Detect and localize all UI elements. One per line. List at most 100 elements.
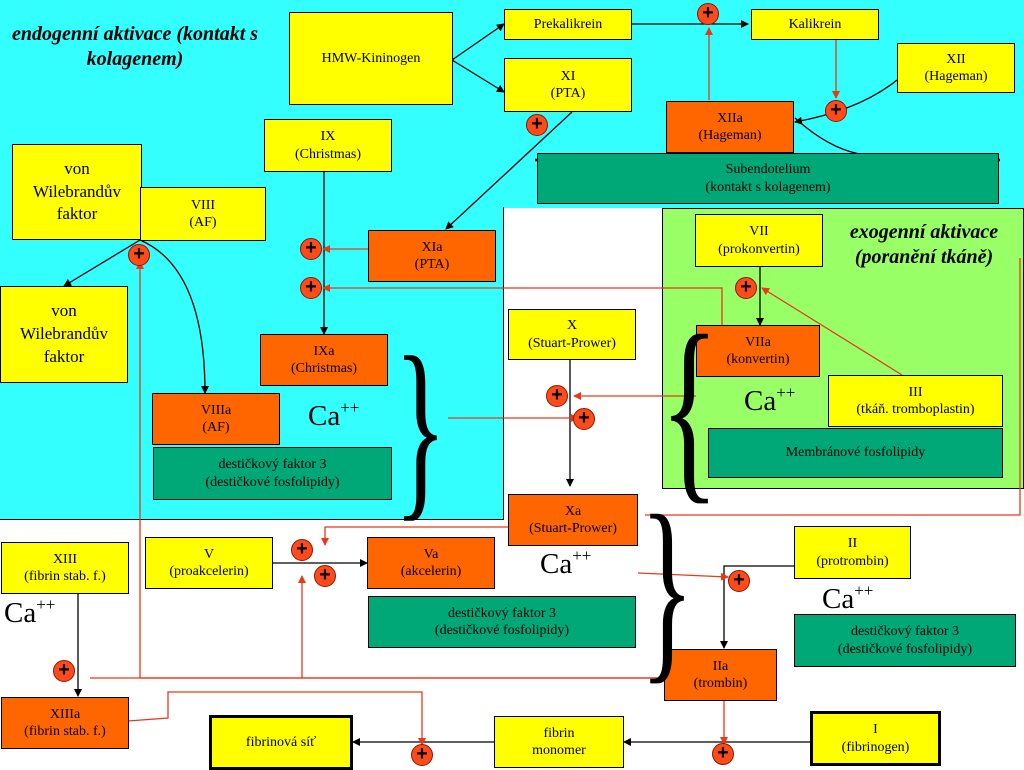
factor-vii-box: VII (prokonvertin) <box>695 214 823 267</box>
factor-v-box: V (proakcelerin) <box>145 537 273 589</box>
factor-ixa-name: IXa <box>313 343 335 359</box>
calcium-label-2: Ca++ <box>744 383 796 417</box>
factor-v-sub: (proakcelerin) <box>169 564 249 579</box>
calcium-label-3: Ca++ <box>540 546 592 580</box>
factor-xii-name: XII <box>946 51 966 67</box>
platelet-factor-3-middle-sub: (destičkové fosfolipidy) <box>434 623 570 638</box>
factor-viiia-box: VIIIa (AF) <box>152 393 280 445</box>
factor-ii-sub: (protrombin) <box>816 553 889 569</box>
factor-xii-sub: (Hageman) <box>924 69 988 84</box>
factor-viii-name: VIII <box>190 197 216 213</box>
factor-xiia-sub: (Hageman) <box>698 128 762 143</box>
factor-iii-box: III (tkáň. tromboplastin) <box>828 375 1003 427</box>
factor-x-box: X (Stuart-Prower) <box>508 309 636 360</box>
factor-x-sub: (Stuart-Prower) <box>528 335 616 351</box>
activation-node-vii: + <box>735 277 757 299</box>
platelet-factor-3-middle-box: destičkový faktor 3 (destičkové fosfolip… <box>368 596 636 648</box>
activation-node-ix-b: + <box>300 277 322 299</box>
factor-xia-box: XIa (PTA) <box>368 230 496 282</box>
prekalikrein-label: Prekalikrein <box>533 16 603 32</box>
factor-iii-name: III <box>908 384 923 400</box>
factor-viia-sub: (konvertin) <box>726 352 790 367</box>
von-willebrand-bottom-label: von Wilebrandův faktor <box>19 301 109 366</box>
subendotelium-box: Subendotelium (kontakt s kolagenem) <box>537 153 999 204</box>
subendotelium-sub: (kontakt s kolagenem) <box>705 179 831 195</box>
platelet-factor-3-left-box: destičkový faktor 3 (destičkové fosfolip… <box>153 447 392 500</box>
factor-xiiia-sub: (fibrin stab. f.) <box>24 724 106 739</box>
fibrin-network-box: fibrinová síť <box>209 715 353 770</box>
endogenous-heading: endogenní aktivace (kontakt s kolagenem) <box>11 23 259 70</box>
von-willebrand-top-box: von Wilebrandův faktor <box>12 144 142 240</box>
factor-ii-name: II <box>847 536 858 551</box>
factor-xiia-box: XIIa (Hageman) <box>666 101 794 153</box>
membrane-phospholipids-label: Membránové fosfolipidy <box>785 445 926 461</box>
factor-ix-box: IX (Christmas) <box>264 119 392 172</box>
factor-iia-sub: (trombin) <box>693 676 748 691</box>
activation-node-ii: + <box>728 570 750 592</box>
factor-v-name: V <box>203 546 215 562</box>
fibrin-monomer-name: fibrin <box>543 725 575 741</box>
kalikrein-box: Kalikrein <box>751 9 879 40</box>
factor-i-name: I <box>873 722 878 737</box>
factor-ixa-sub: (Christmas) <box>290 361 358 376</box>
platelet-factor-3-left-name: destičkový faktor 3 <box>218 457 327 472</box>
activation-node-xi: + <box>526 114 548 136</box>
factor-xiia-name: XIIa <box>717 110 743 126</box>
hmw-kininogen-label: HMW-Kininogen <box>321 50 421 66</box>
calcium-label-5: Ca++ <box>4 595 56 629</box>
kalikrein-label: Kalikrein <box>788 16 842 32</box>
brace-tenase-extrinsic: { <box>660 294 720 521</box>
activation-node-xiii: + <box>53 660 75 682</box>
factor-xiii-name: XIII <box>52 551 78 567</box>
activation-node-v-b: + <box>314 565 336 587</box>
platelet-factor-3-right-box: destičkový faktor 3 (destičkové fosfolip… <box>794 614 1016 667</box>
activation-node-ix-a: + <box>300 238 322 260</box>
factor-viia-name: VIIa <box>745 334 771 350</box>
factor-vii-sub: (prokonvertin) <box>718 241 800 257</box>
factor-va-name: Va <box>423 546 439 562</box>
activation-node-x-b: + <box>573 408 595 430</box>
factor-xa-name: Xa <box>564 503 582 519</box>
factor-ix-name: IX <box>320 129 336 144</box>
factor-va-sub: (akcelerin) <box>400 564 462 579</box>
factor-i-box: I (fibrinogen) <box>810 711 941 766</box>
fibrin-monomer-sub: monomer <box>532 743 586 758</box>
factor-viia-box: VIIa (konvertin) <box>696 325 820 377</box>
subendotelium-name: Subendotelium <box>725 162 811 177</box>
activation-node-kalikrein: + <box>697 3 719 25</box>
factor-x-name: X <box>566 318 578 333</box>
activation-node-viii: + <box>128 244 150 266</box>
factor-xia-name: XIa <box>421 239 443 255</box>
factor-iia-name: IIa <box>712 658 729 674</box>
factor-xiiia-box: XIIIa (fibrin stab. f.) <box>1 697 129 749</box>
calcium-label-1: Ca++ <box>308 398 360 432</box>
platelet-factor-3-middle-name: destičkový faktor 3 <box>447 605 557 621</box>
factor-va-box: Va (akcelerin) <box>367 537 495 589</box>
activation-node-xii: + <box>825 100 847 122</box>
factor-ii-box: II (protrombin) <box>794 526 911 579</box>
factor-viiia-sub: (AF) <box>202 420 230 435</box>
factor-xia-sub: (PTA) <box>414 257 450 272</box>
factor-xiii-box: XIII (fibrin stab. f.) <box>1 542 129 594</box>
activation-node-v-a: + <box>291 539 313 561</box>
hmw-kininogen-box: HMW-Kininogen <box>289 12 453 105</box>
brace-tenase-intrinsic: } <box>394 317 447 538</box>
factor-iii-sub: (tkáň. tromboplastin) <box>856 402 975 417</box>
platelet-factor-3-right-name: destičkový faktor 3 <box>850 624 960 639</box>
factor-viii-sub: (AF) <box>189 215 217 230</box>
activation-node-fibrin-network: + <box>411 744 433 766</box>
activation-node-x-a: + <box>546 385 568 407</box>
platelet-factor-3-right-sub: (destičkové fosfolipidy) <box>837 641 973 657</box>
von-willebrand-bottom-box: von Wilebrandův faktor <box>0 286 128 383</box>
activation-node-fibrinogen: + <box>712 743 734 765</box>
brace-prothrombinase: } <box>640 474 695 701</box>
von-willebrand-top-label: von Wilebrandův faktor <box>32 158 122 224</box>
calcium-label-4: Ca++ <box>822 581 874 615</box>
platelet-factor-3-left-sub: (destičkové fosfolipidy) <box>205 474 340 490</box>
factor-vii-name: VII <box>749 224 769 239</box>
factor-ix-sub: (Christmas) <box>294 146 362 162</box>
factor-xiiia-name: XIIIa <box>49 706 81 722</box>
factor-ixa-box: IXa (Christmas) <box>260 334 388 386</box>
fibrin-network-label: fibrinová síť <box>245 734 317 750</box>
